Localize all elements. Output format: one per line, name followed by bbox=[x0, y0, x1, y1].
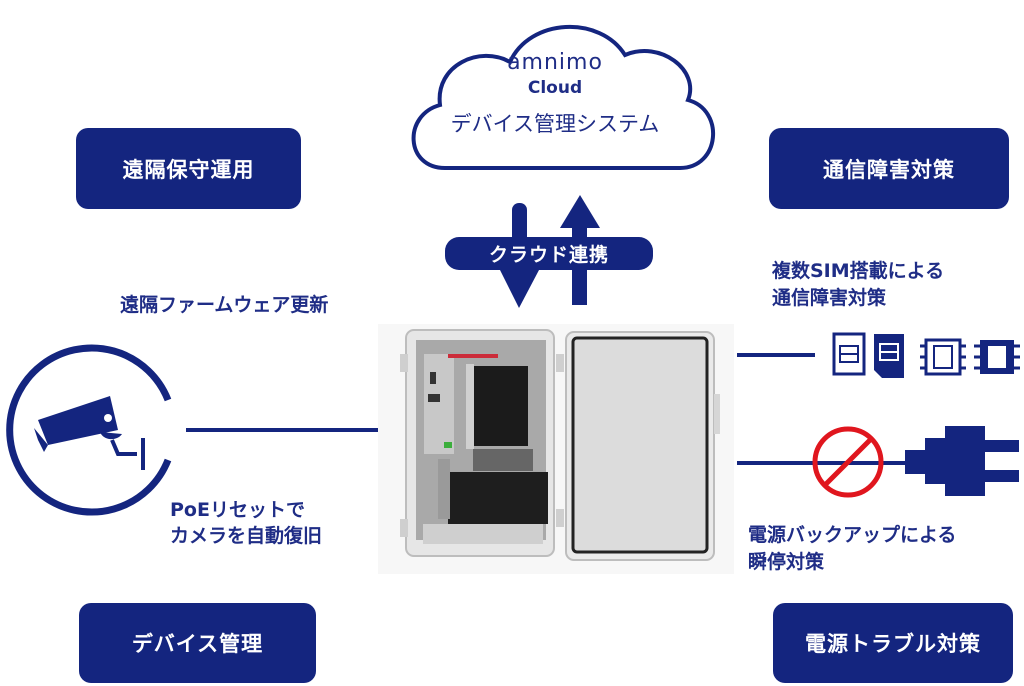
cloud-sync-label: クラウド連携 bbox=[445, 237, 653, 270]
camera-connector-line bbox=[186, 428, 378, 432]
sim-connector-line bbox=[737, 353, 815, 357]
power-backup-label-2: 瞬停対策 bbox=[748, 551, 825, 573]
device-enclosure-photo bbox=[378, 324, 734, 574]
sim-card-icon bbox=[832, 332, 1020, 378]
sim-card-outline-icon bbox=[832, 332, 866, 376]
category-comm-failure: 通信障害対策 bbox=[769, 128, 1009, 209]
poe-reset-label-2: カメラを自動復旧 bbox=[170, 525, 323, 547]
prohibited-icon bbox=[812, 426, 884, 498]
power-connector-line bbox=[737, 461, 917, 465]
power-backup-label-1: 電源バックアップによる bbox=[748, 524, 957, 546]
multi-sim-label-2: 通信障害対策 bbox=[772, 287, 887, 309]
chip-filled-icon bbox=[974, 340, 1020, 374]
power-plug-icon bbox=[905, 426, 1019, 496]
chip-outline-icon bbox=[920, 338, 966, 376]
category-power-trouble: 電源トラブル対策 bbox=[773, 603, 1013, 683]
poe-reset-label-1: PoEリセットで bbox=[170, 499, 305, 521]
category-remote-maintenance: 遠隔保守運用 bbox=[76, 128, 301, 209]
multi-sim-label-1: 複数SIM搭載による bbox=[772, 260, 945, 282]
security-camera-icon bbox=[6, 344, 172, 516]
category-device-management: デバイス管理 bbox=[79, 603, 316, 683]
cloud-brand: amnimo bbox=[507, 50, 603, 75]
cloud-system-title: デバイス管理システム bbox=[450, 112, 660, 136]
cloud-product: Cloud bbox=[527, 78, 583, 98]
firmware-update-label: 遠隔ファームウェア更新 bbox=[120, 294, 329, 316]
sim-card-filled-icon bbox=[874, 334, 904, 378]
